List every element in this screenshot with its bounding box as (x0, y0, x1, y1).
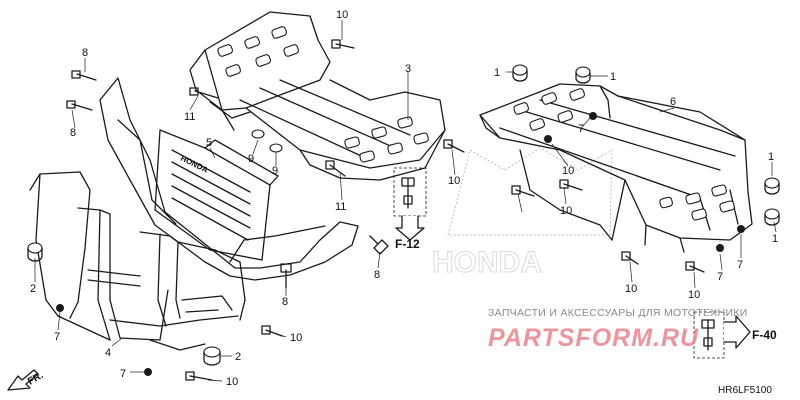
callout-3: 3 (405, 63, 411, 75)
callout-11-a: 11 (184, 111, 195, 123)
front-guard-part-4[interactable] (29, 171, 246, 351)
callout-2-a: 2 (30, 283, 36, 295)
callout-10-top: 10 (336, 9, 348, 21)
callout-10-b1: 10 (290, 332, 302, 344)
callout-numbers: 10 3 8 8 11 5 9 9 10 11 8 8 2 7 4 7 10 1… (30, 9, 778, 388)
washer-9b (269, 143, 283, 153)
stud-f12 (401, 177, 415, 209)
callout-7-d: 7 (737, 259, 743, 271)
grommet-1d (764, 208, 780, 220)
callout-8-d: 8 (282, 296, 288, 308)
grommet-1a (512, 64, 528, 76)
washer-9a (251, 129, 265, 139)
front-direction-arrow: FR. (7, 369, 46, 391)
callout-10-mid: 10 (448, 175, 460, 187)
callout-10-r3: 10 (625, 283, 637, 295)
bolt-11b (325, 160, 346, 177)
watermark-caption: ЗАПЧАСТИ И АКСЕССУАРЫ ДЛЯ МОТОТЕХНИКИ (488, 307, 748, 319)
callout-7-e: 7 (717, 271, 723, 283)
shop-watermark: ЗАПЧАСТИ И АКСЕССУАРЫ ДЛЯ МОТОТЕХНИКИ PA… (488, 307, 748, 352)
svg-text:HONDA: HONDA (179, 154, 210, 175)
nut-7a (56, 304, 64, 312)
bolt-8b (66, 100, 93, 111)
leader-lines (34, 20, 777, 382)
front-label: FR. (26, 370, 46, 388)
callout-9-b: 9 (272, 165, 278, 177)
callout-5: 5 (206, 137, 212, 149)
rear-carrier-part-6[interactable] (479, 83, 753, 253)
bolt-10-b2 (185, 371, 213, 381)
callout-6: 6 (670, 96, 676, 108)
bolt-11a (189, 87, 219, 99)
module-part-5[interactable]: HONDA (154, 129, 279, 261)
grommet-1c (764, 177, 780, 189)
bolt-10-r4 (685, 261, 705, 273)
diagram-code: HR6LF5100 (718, 385, 772, 396)
ref-box-f40: F-40 (693, 311, 777, 359)
grommet-2a (27, 242, 43, 254)
bolt-10-r1b (559, 179, 583, 191)
callout-1-d: 1 (772, 233, 778, 245)
callout-10-b2: 10 (226, 376, 238, 388)
bolt-10-r3 (621, 251, 639, 265)
grommet-1b (575, 66, 591, 78)
front-cover[interactable] (99, 77, 359, 281)
bolt-10-r2 (511, 185, 535, 197)
callout-11-b: 11 (335, 201, 346, 213)
grommet-2b (203, 346, 221, 358)
ref-label-f40: F-40 (752, 328, 777, 342)
callout-4: 4 (105, 347, 111, 359)
nut-7c (589, 112, 597, 120)
callout-1-a: 1 (494, 67, 500, 79)
callout-1-c: 1 (768, 151, 774, 163)
callout-7-b: 7 (120, 368, 126, 380)
honda-logo-watermark: HONDA (432, 147, 613, 280)
callout-10-r1: 10 (562, 165, 574, 177)
bolt-10-mid (443, 139, 465, 153)
callout-1-b: 1 (610, 71, 616, 83)
bolt-10-top (331, 39, 355, 49)
callout-2-b: 2 (235, 351, 241, 363)
watermark-brand: PARTSFORM.RU (488, 324, 699, 352)
callout-7-c: 7 (578, 123, 584, 135)
nut-10-r1 (544, 135, 552, 143)
ref-box-f12: F-12 (393, 167, 427, 251)
callout-8-c: 8 (374, 269, 380, 281)
stud-f40 (701, 319, 715, 351)
callout-8-a: 8 (82, 47, 88, 59)
front-carrier-part-3[interactable] (189, 11, 446, 181)
nut-7d (737, 225, 745, 233)
callout-7-a: 7 (54, 331, 60, 343)
bolt-8c (369, 235, 389, 255)
callout-10-r4: 10 (688, 289, 700, 301)
fasteners (27, 39, 780, 381)
bolt-8a (71, 70, 97, 81)
nut-7b (144, 368, 152, 376)
nut-7e (716, 244, 724, 252)
callout-10-r2: 10 (560, 205, 572, 217)
callout-8-b: 8 (70, 127, 76, 139)
honda-logo-word: HONDA (432, 246, 542, 279)
ref-label-f12: F-12 (395, 237, 420, 251)
callout-9-a: 9 (248, 153, 254, 165)
